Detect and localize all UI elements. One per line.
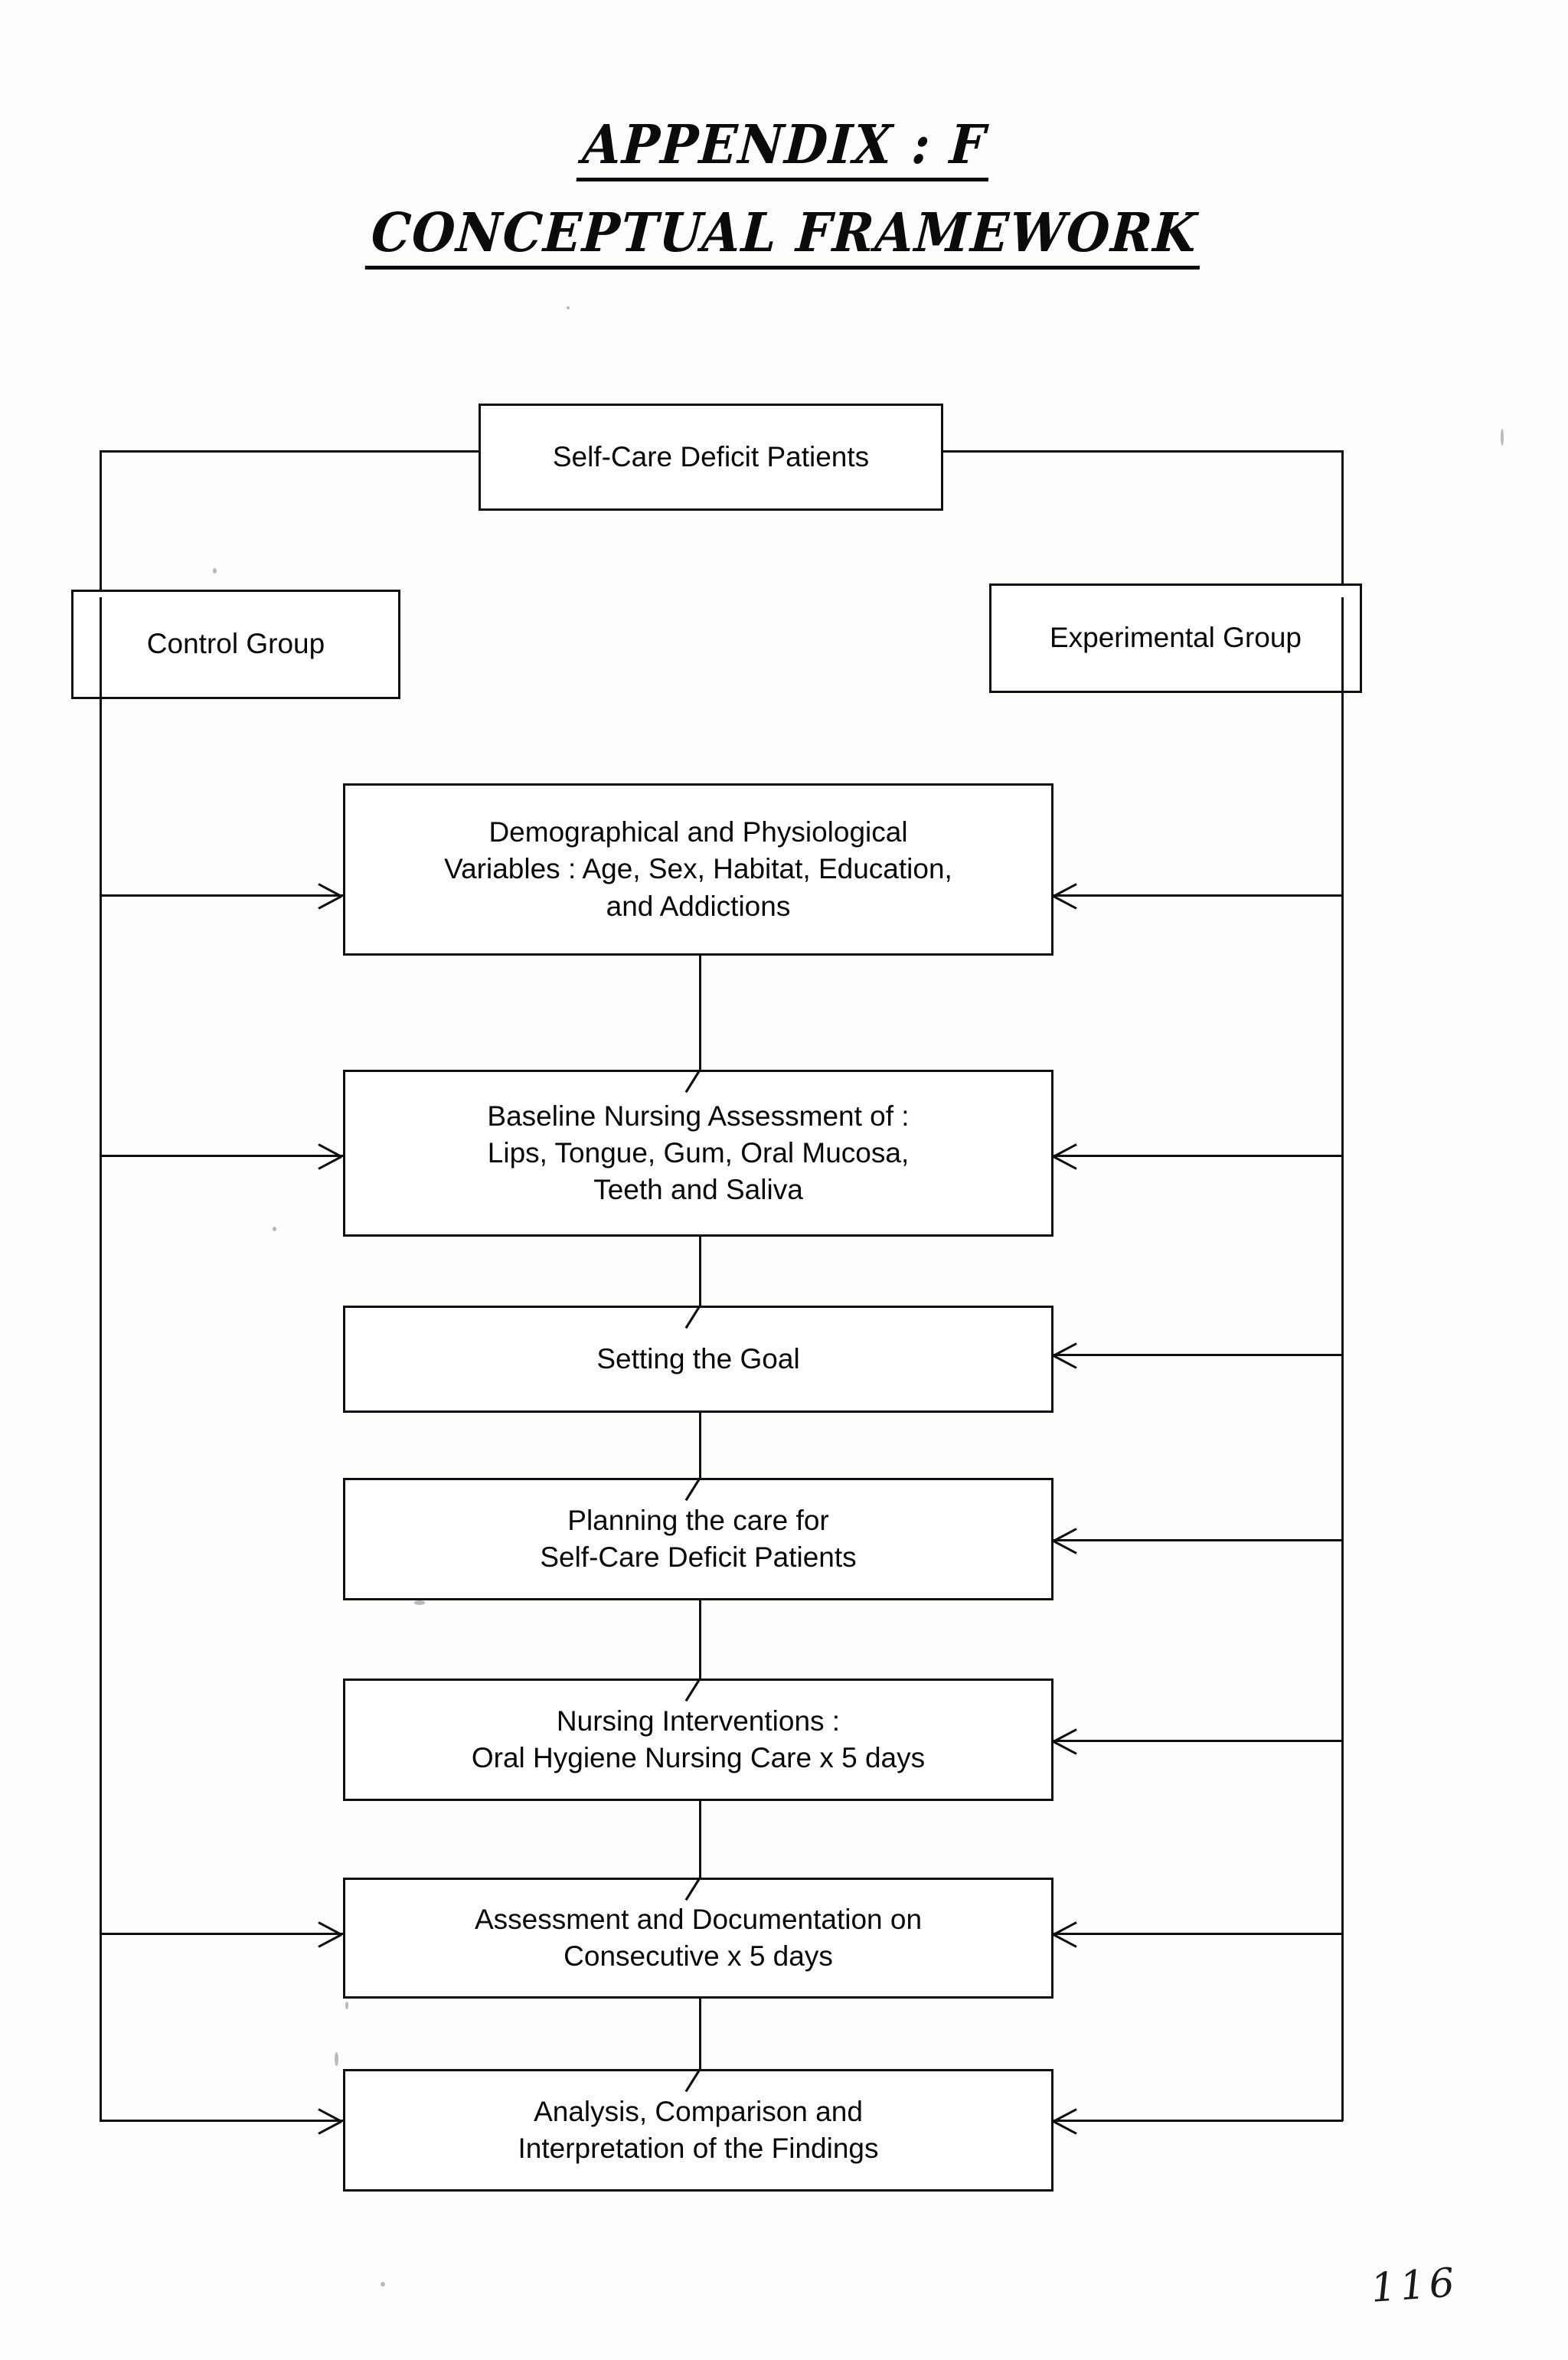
node-label: Control Group: [146, 628, 325, 660]
page-title: APPENDIX : F CONCEPTUAL FRAMEWORK: [0, 113, 1568, 270]
connector-control-to-step7: [100, 2120, 343, 2122]
node-label-line: Baseline Nursing Assessment of :: [487, 1100, 910, 1132]
page-number: 116: [1367, 2259, 1461, 2313]
node-demographical-variables[interactable]: Demographical and Physiological Variable…: [343, 783, 1054, 956]
connector-step3-step4: [699, 1413, 701, 1478]
node-label-line: Planning the care for: [567, 1504, 829, 1536]
scan-speck: [213, 568, 217, 574]
connector-experimental-to-step2: [1054, 1155, 1343, 1157]
node-control-group[interactable]: Control Group: [71, 590, 400, 699]
connector-step4-step5: [699, 1600, 701, 1678]
node-label-line: Interpretation of the Findings: [518, 2133, 879, 2164]
node-label-line: Consecutive x 5 days: [564, 1940, 833, 1972]
connector-experimental-to-step7: [1054, 2120, 1343, 2122]
connector-source-to-control: [100, 450, 480, 453]
node-label-line: Assessment and Documentation on: [474, 1903, 923, 1935]
scan-speck: [345, 2002, 348, 2009]
node-nursing-interventions[interactable]: Nursing Interventions : Oral Hygiene Nur…: [343, 1678, 1054, 1801]
node-baseline-nursing-assessment[interactable]: Baseline Nursing Assessment of : Lips, T…: [343, 1070, 1054, 1237]
node-assessment-documentation[interactable]: Assessment and Documentation on Consecut…: [343, 1878, 1054, 1999]
node-planning-the-care[interactable]: Planning the care for Self-Care Deficit …: [343, 1478, 1054, 1600]
connector-control-to-step6: [100, 1933, 343, 1935]
connector-control-to-step2: [100, 1155, 343, 1157]
node-self-care-deficit-patients[interactable]: Self-Care Deficit Patients: [479, 404, 943, 511]
node-label: Demographical and Physiological Variable…: [353, 814, 1044, 924]
node-label-line: Variables : Age, Sex, Habitat, Education…: [444, 853, 952, 885]
node-label-line: Setting the Goal: [596, 1342, 800, 1374]
node-label: Self-Care Deficit Patients: [552, 440, 870, 472]
connector-right-rail-top: [1341, 450, 1344, 597]
node-label: Analysis, Comparison and Interpretation …: [353, 2094, 1044, 2167]
node-label-line: Lips, Tongue, Gum, Oral Mucosa,: [487, 1136, 910, 1169]
node-label-line: Oral Hygiene Nursing Care x 5 days: [471, 1742, 926, 1773]
connector-experimental-to-step4: [1054, 1539, 1343, 1541]
node-experimental-group[interactable]: Experimental Group: [989, 583, 1362, 693]
connector-step1-step2: [699, 956, 701, 1070]
rail-right-vertical: [1341, 597, 1344, 2121]
node-label-line: Teeth and Saliva: [593, 1174, 803, 1206]
connector-step6-step7: [699, 1999, 701, 2069]
node-label-line: Demographical and Physiological: [488, 816, 908, 848]
rail-left-vertical: [100, 597, 102, 2121]
node-label-line: and Addictions: [606, 890, 791, 922]
connector-source-to-experimental: [942, 450, 1344, 453]
node-label-line: Nursing Interventions :: [556, 1705, 841, 1737]
scan-speck: [414, 1600, 425, 1605]
node-label: Setting the Goal: [353, 1341, 1044, 1378]
connector-left-rail-top: [100, 450, 102, 597]
node-label-line: Analysis, Comparison and: [534, 2095, 863, 2127]
connector-step2-step3: [699, 1237, 701, 1306]
connector-experimental-to-step6: [1054, 1933, 1343, 1935]
scan-speck: [567, 306, 570, 309]
scan-speck: [1501, 429, 1504, 446]
node-setting-the-goal[interactable]: Setting the Goal: [343, 1306, 1054, 1413]
connector-experimental-to-step3: [1054, 1354, 1343, 1356]
node-label: Planning the care for Self-Care Deficit …: [353, 1502, 1044, 1576]
node-label-line: Self-Care Deficit Patients: [540, 1541, 857, 1573]
connector-step5-step6: [699, 1801, 701, 1878]
title-appendix: APPENDIX : F: [576, 113, 992, 182]
connector-experimental-to-step1: [1054, 894, 1343, 897]
scan-speck: [335, 2052, 338, 2066]
scan-speck: [381, 2282, 385, 2286]
node-label: Experimental Group: [1049, 622, 1302, 654]
scan-speck: [273, 1227, 276, 1231]
connector-experimental-to-step5: [1054, 1740, 1343, 1742]
node-label: Nursing Interventions : Oral Hygiene Nur…: [353, 1703, 1044, 1777]
node-analysis-comparison[interactable]: Analysis, Comparison and Interpretation …: [343, 2069, 1054, 2192]
node-label: Assessment and Documentation on Consecut…: [353, 1901, 1044, 1975]
node-label: Baseline Nursing Assessment of : Lips, T…: [353, 1098, 1044, 1208]
connector-control-to-step1: [100, 894, 343, 897]
title-conceptual-framework: CONCEPTUAL FRAMEWORK: [364, 201, 1204, 270]
